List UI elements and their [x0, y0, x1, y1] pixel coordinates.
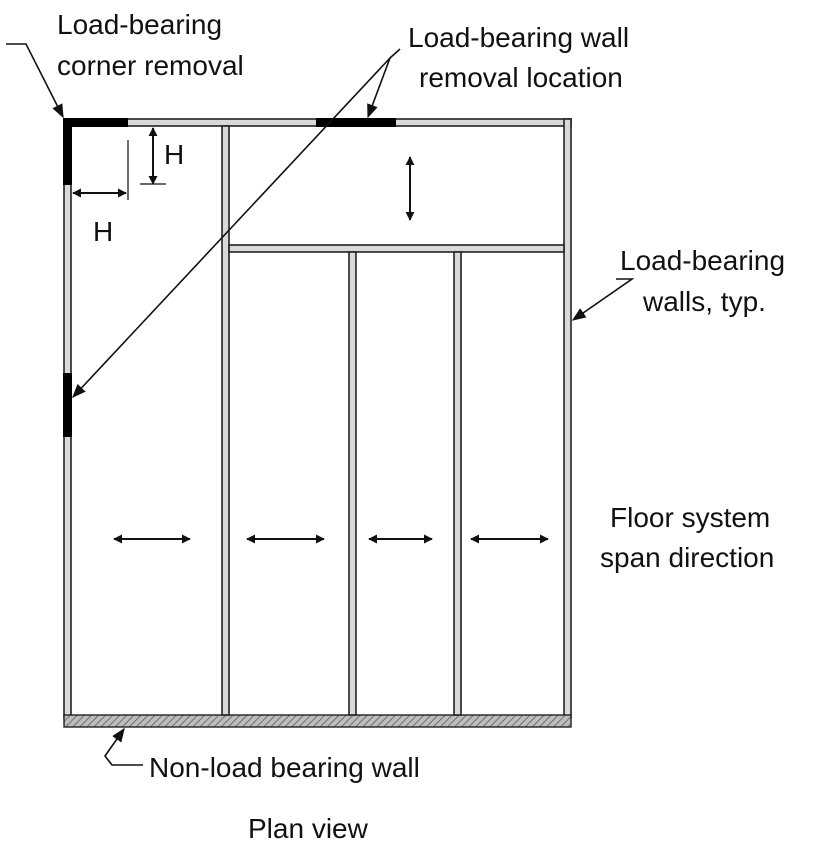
removed-wall-left [63, 373, 72, 437]
walls-typ-label-line1: Load-bearing [620, 245, 785, 276]
span-direction-label-line1: Floor system [610, 502, 770, 533]
wall-removal-label-line1: Load-bearing wall [408, 22, 629, 53]
non-load-bearing-label: Non-load bearing wall [149, 752, 420, 783]
view-title: Plan view [248, 813, 369, 844]
removed-corner-top [64, 118, 128, 127]
removed-corner-left [63, 118, 72, 185]
leader-wall-removal-top [367, 48, 401, 119]
interior-wall-vertical-2 [348, 251, 357, 716]
interior-wall-horizontal [228, 244, 565, 253]
corner-removal-label-line1: Load-bearing [57, 9, 222, 40]
interior-wall-vertical-main [221, 125, 230, 716]
interior-wall-vertical-3 [453, 251, 462, 716]
corner-removal-label-line2: corner removal [57, 50, 244, 81]
leader-wall-removal-left [72, 57, 391, 399]
dim-h-vertical-label: H [164, 139, 184, 170]
wall-removal-label-line2: removal location [419, 62, 623, 93]
span-direction-label-line2: span direction [600, 542, 774, 573]
right-exterior-wall [563, 118, 572, 719]
walls-typ-label-line2: walls, typ. [642, 286, 766, 317]
non-load-bearing-wall [63, 714, 572, 728]
leader-non-load-bearing [104, 727, 143, 766]
dim-h-horizontal-label: H [93, 216, 113, 247]
leader-walls-typ [571, 278, 635, 321]
leader-corner-removal [6, 43, 64, 119]
removed-wall-top [316, 118, 396, 127]
